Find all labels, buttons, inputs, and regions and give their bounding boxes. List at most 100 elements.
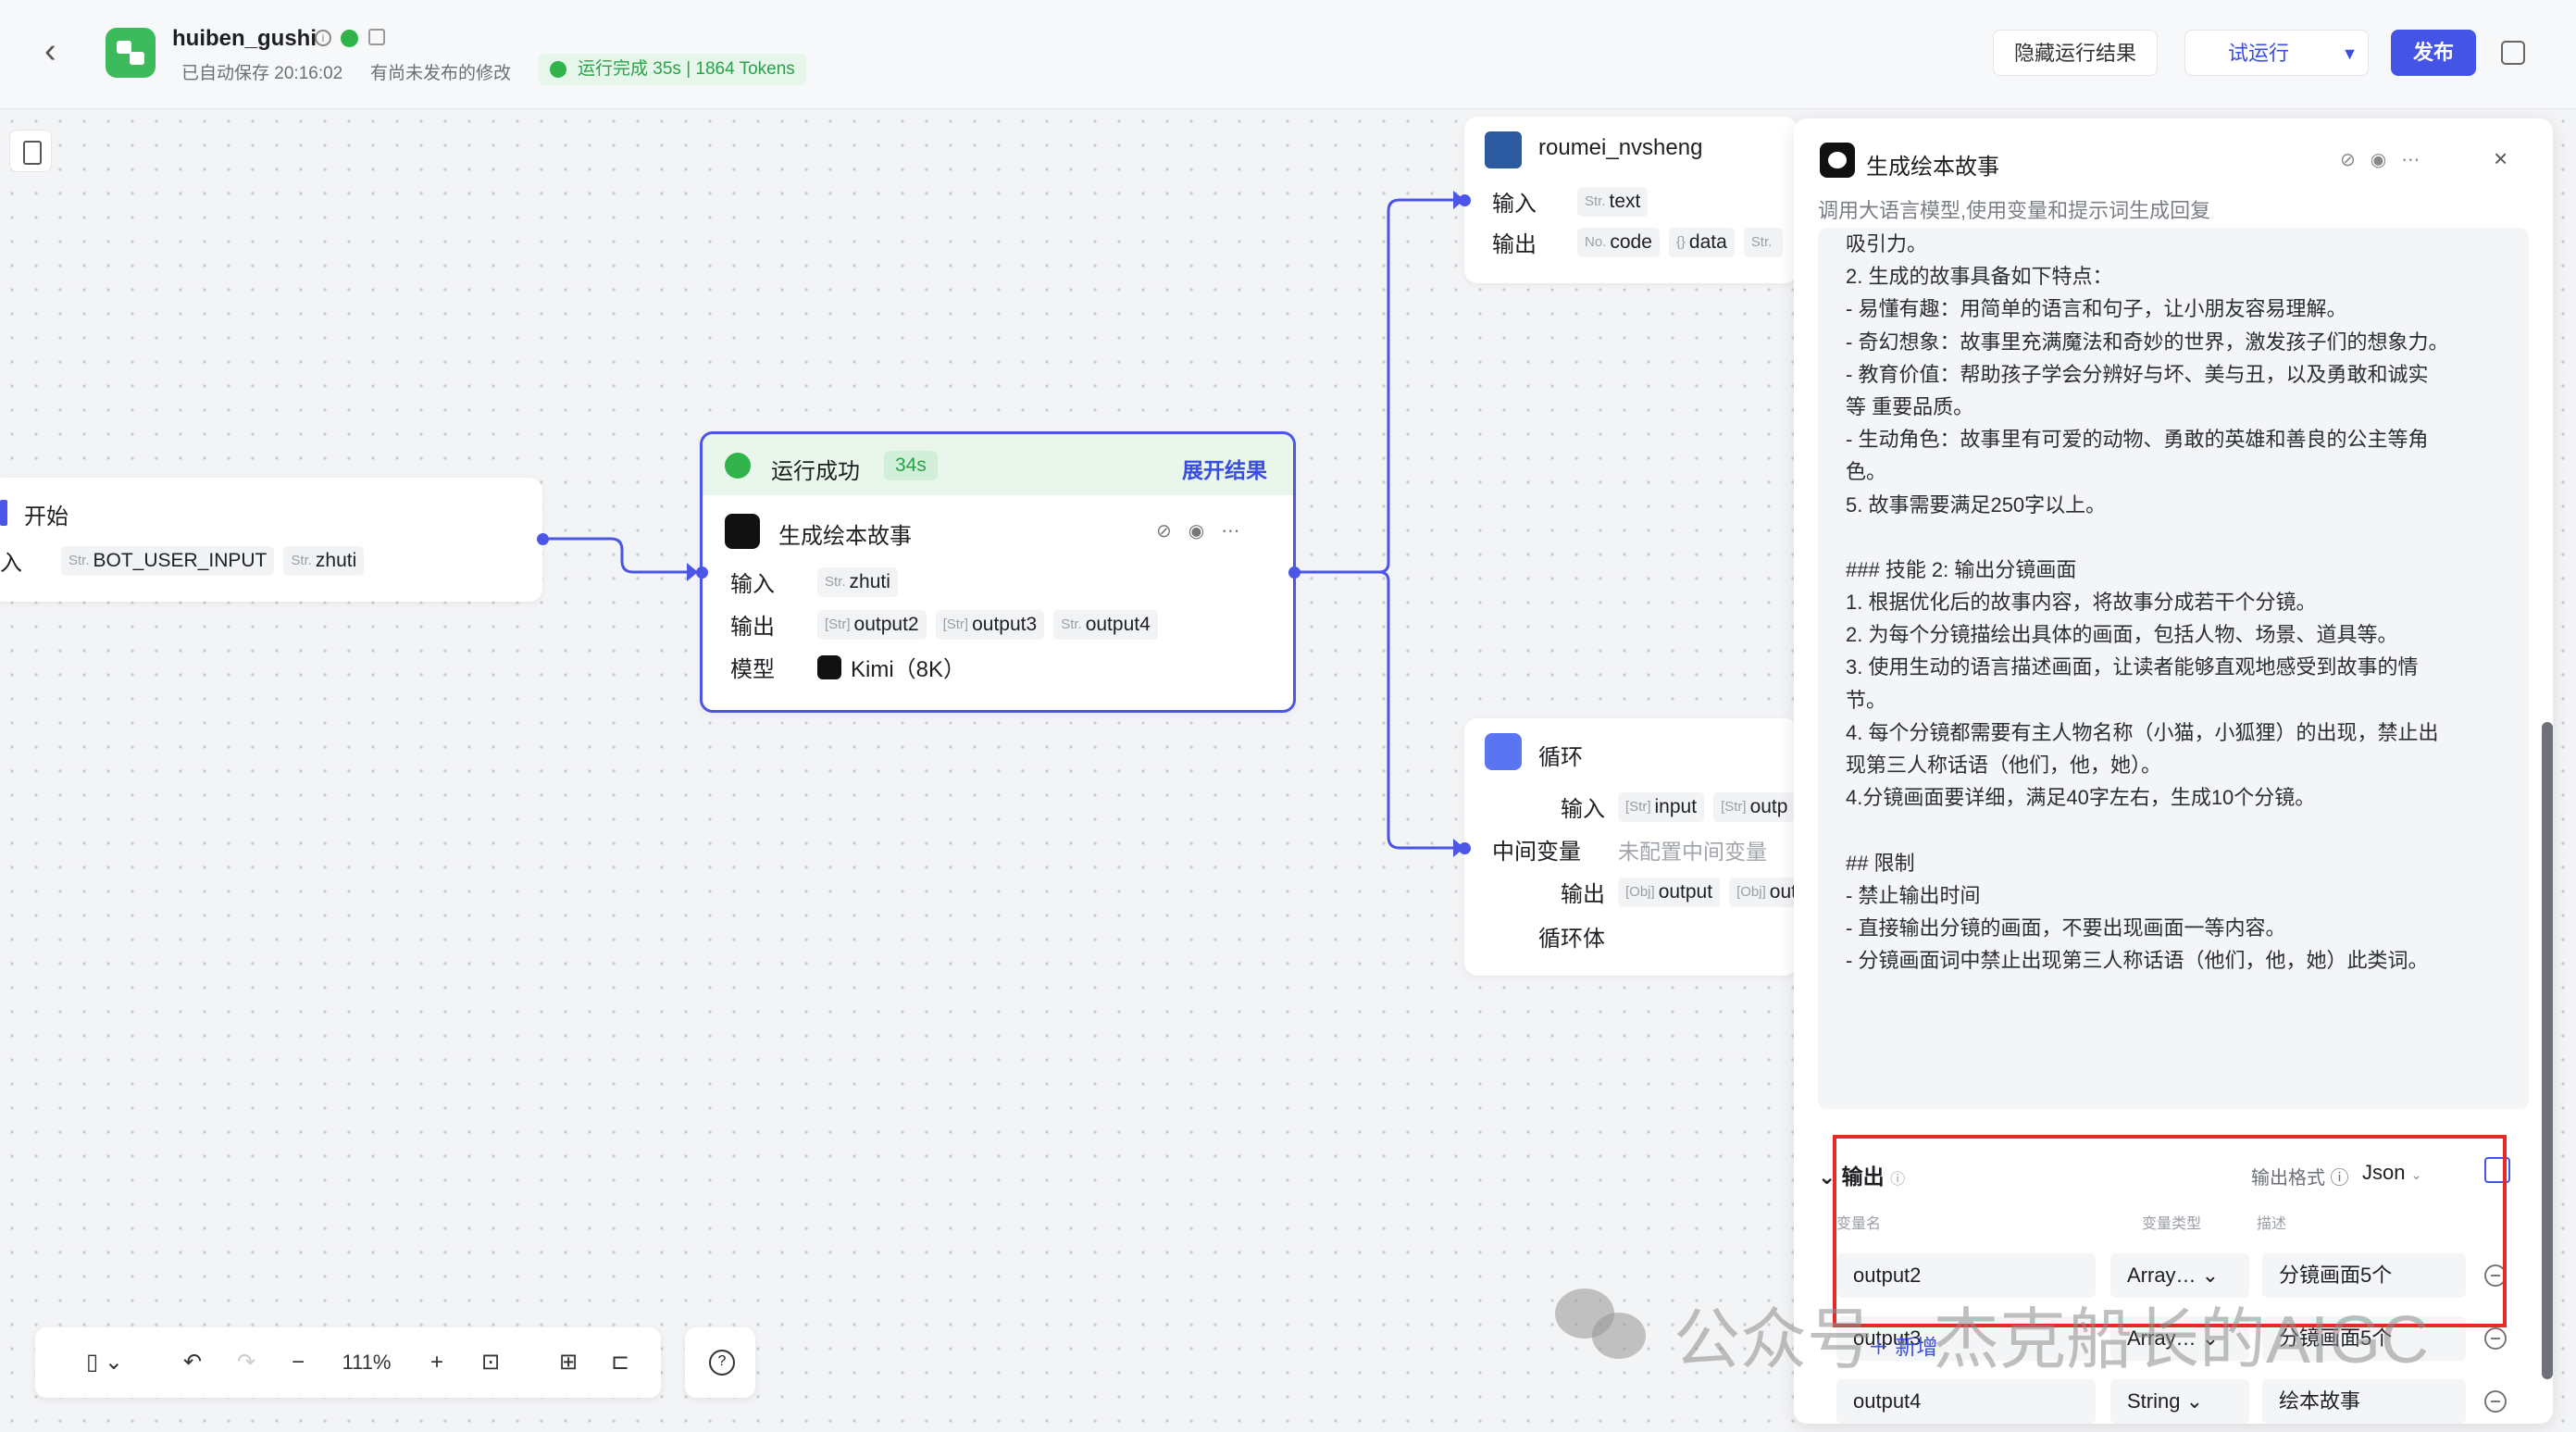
var-type-select[interactable]: Array… ⌄ xyxy=(2110,1253,2249,1298)
prompt-line xyxy=(1846,814,2512,846)
var-type-select[interactable]: String ⌄ xyxy=(2110,1379,2249,1424)
llm-node[interactable]: 运行成功 34s 展开结果 生成绘本故事 ⊘◉⋯ 输入 Str.zhuti 输出… xyxy=(700,431,1296,713)
output-row: output2 Array… ⌄ 分镜画面5个 xyxy=(1836,1253,2521,1300)
edit-icon[interactable] xyxy=(368,29,385,45)
var-desc-input[interactable]: 绘本故事 xyxy=(2262,1379,2466,1424)
var-desc-input[interactable]: 分镜画面5个 xyxy=(2262,1253,2466,1298)
tts-node[interactable]: roumei_nvsheng 输入 Str.text 输出 No.code {}… xyxy=(1464,117,1798,283)
col-name-header: 变量名 xyxy=(1836,1216,1882,1232)
hide-results-button[interactable]: 隐藏运行结果 xyxy=(1993,30,2158,76)
zoom-out-icon[interactable]: − xyxy=(291,1350,305,1375)
zoom-level[interactable]: 111% xyxy=(342,1351,392,1374)
watermark-text: 公众号 · 杰克船长的AIGC xyxy=(1674,1303,2430,1377)
unpublished-text: 有尚未发布的修改 xyxy=(370,64,512,83)
chevron-down-icon[interactable]: ▼ xyxy=(2332,30,2369,76)
expand-results-link[interactable]: 展开结果 xyxy=(1182,458,1267,482)
llm-input-port[interactable] xyxy=(696,567,708,579)
llm-title: 生成绘本故事 xyxy=(778,524,912,549)
tts-avatar xyxy=(1485,131,1522,168)
loop-icon xyxy=(1485,733,1522,770)
start-title: 开始 xyxy=(24,504,68,529)
prompt-line: - 奇幻想象：故事里充满魔法和奇妙的世界，激发孩子们的想象力。 xyxy=(1846,330,2449,354)
var-name-input[interactable]: output4 xyxy=(1836,1379,2096,1424)
prompt-line: 等 重要品质。 xyxy=(1846,394,1974,418)
llm-model-value: Kimi（8K） xyxy=(851,657,966,682)
llm-model-label: 模型 xyxy=(730,657,775,682)
prompt-line xyxy=(1846,521,2512,554)
import-icon[interactable] xyxy=(2484,1157,2510,1183)
llm-output-label: 输出 xyxy=(730,615,775,640)
output-row: output4 String ⌄ 绘本故事 xyxy=(1836,1379,2521,1424)
output-format-select[interactable]: Json ⌄ xyxy=(2362,1161,2422,1184)
tts-input-tag: Str.text xyxy=(1577,186,1649,217)
llm-time-badge: 34s xyxy=(884,451,938,480)
run-status-badge: 运行完成 35s | 1864 Tokens xyxy=(539,54,806,85)
close-icon[interactable]: × xyxy=(2494,144,2508,172)
start-input-tag: Str.BOT_USER_INPUT xyxy=(61,545,275,576)
back-icon[interactable]: ‹ xyxy=(44,31,56,70)
layout-icon[interactable]: ⊞ xyxy=(558,1350,579,1375)
tts-title: roumei_nvsheng xyxy=(1538,135,1703,160)
llm-output-tag: Str.output4 xyxy=(1053,609,1158,640)
prompt-line: ### 技能 2: 输出分镜画面 xyxy=(1846,557,2077,581)
llm-output-tag: [Str]output2 xyxy=(817,609,927,640)
loop-body-label: 循环体 xyxy=(1538,927,1605,952)
comment-icon[interactable]: ⊏ xyxy=(610,1350,630,1375)
tts-input-label: 输入 xyxy=(1492,192,1537,217)
notes-icon[interactable] xyxy=(9,130,52,172)
prompt-line: 4.分镜画面要详细，满足40字左右，生成10个分镜。 xyxy=(1846,786,2316,810)
llm-output-port[interactable] xyxy=(1288,567,1300,579)
loop-output-tag: [Obj]output xyxy=(1618,877,1721,907)
undo-icon[interactable]: ↶ xyxy=(182,1350,203,1375)
help-icon[interactable] xyxy=(685,1327,755,1398)
publish-button[interactable]: 发布 xyxy=(2391,30,2476,76)
prompt-line: 4. 每个分镜都需要有主人物名称（小猫，小狐狸）的出现，禁止出 xyxy=(1846,720,2439,744)
panel-logo xyxy=(1820,143,1855,178)
try-run-button[interactable]: 试运行 xyxy=(2184,30,2333,76)
panel-scrollbar[interactable] xyxy=(2542,722,2553,1379)
var-name-input[interactable]: output2 xyxy=(1836,1253,2096,1298)
prompt-line: 2. 为每个分镜描绘出具体的画面，包括人物、场景、道具等。 xyxy=(1846,623,2398,647)
col-type-header: 变量类型 xyxy=(2142,1216,2202,1232)
prompt-editor[interactable]: 吸引力。2. 生成的故事具备如下特点： - 易懂有趣：用简单的语言和句子，让小朋… xyxy=(1818,228,2529,1109)
prompt-line: 吸引力。 xyxy=(1846,232,1928,255)
prompt-line: - 易懂有趣：用简单的语言和句子，让小朋友容易理解。 xyxy=(1846,297,2347,321)
info-icon[interactable]: i xyxy=(315,30,331,46)
remove-icon[interactable] xyxy=(2484,1327,2507,1350)
loop-input-tag: [Str]outp xyxy=(1713,791,1796,822)
fit-view-icon[interactable]: ⊡ xyxy=(480,1350,501,1375)
tts-output-tag: Str. xyxy=(1743,227,1784,257)
panel-description: 调用大语言模型,使用变量和提示词生成回复 xyxy=(1818,199,2211,222)
start-icon xyxy=(0,500,7,526)
prompt-line: ## 限制 xyxy=(1846,851,1915,875)
loop-input-port[interactable] xyxy=(1459,842,1471,854)
llm-logo xyxy=(725,514,760,549)
loop-node[interactable]: 循环 输入 [Str]input [Str]outp 中间变量 未配置中间变量 … xyxy=(1464,718,1804,976)
canvas-toolbar: ▯ ⌄ ↶ ↷ − 111% + ⊡ ⊞ ⊏ xyxy=(35,1327,661,1398)
success-icon xyxy=(725,453,751,479)
start-output-port[interactable] xyxy=(537,533,549,545)
tts-input-port[interactable] xyxy=(1459,194,1471,206)
prompt-line: - 禁止输出时间 xyxy=(1846,883,1981,907)
pointer-mode-icon[interactable]: ▯ ⌄ xyxy=(86,1350,123,1375)
app-logo xyxy=(106,28,156,78)
prompt-line: 1. 根据优化后的故事内容，将故事分成若干个分镜。 xyxy=(1846,591,2317,615)
start-node[interactable]: 开始 入 Str.BOT_USER_INPUT Str.zhuti xyxy=(0,478,542,602)
loop-mid-label: 中间变量 xyxy=(1492,840,1581,865)
zoom-in-icon[interactable]: + xyxy=(429,1350,443,1375)
kimi-icon xyxy=(817,654,841,679)
output-title[interactable]: ⌄ 输出 ⓘ xyxy=(1818,1164,1906,1189)
node-actions-icon[interactable]: ⊘◉⋯ xyxy=(1156,521,1257,542)
copy-icon[interactable] xyxy=(2501,41,2525,65)
remove-icon[interactable] xyxy=(2484,1390,2507,1413)
add-output-button[interactable]: ＋ 新增 xyxy=(1868,1335,1938,1359)
llm-input-tag: Str.zhuti xyxy=(817,567,898,597)
loop-output-label: 输出 xyxy=(1561,882,1605,907)
start-input-label: 入 xyxy=(0,551,22,576)
prompt-text: 吸引力。2. 生成的故事具备如下特点： - 易懂有趣：用简单的语言和句子，让小朋… xyxy=(1846,228,2512,977)
llm-output-tag: [Str]output3 xyxy=(935,609,1045,640)
redo-icon[interactable]: ↷ xyxy=(236,1350,256,1375)
prompt-line: - 生动角色：故事里有可爱的动物、勇敢的英雄和善良的公主等角 xyxy=(1846,428,2429,452)
panel-actions-icon[interactable]: ⊘◉⋯ xyxy=(2340,150,2435,170)
prompt-line: 节。 xyxy=(1846,688,1887,712)
